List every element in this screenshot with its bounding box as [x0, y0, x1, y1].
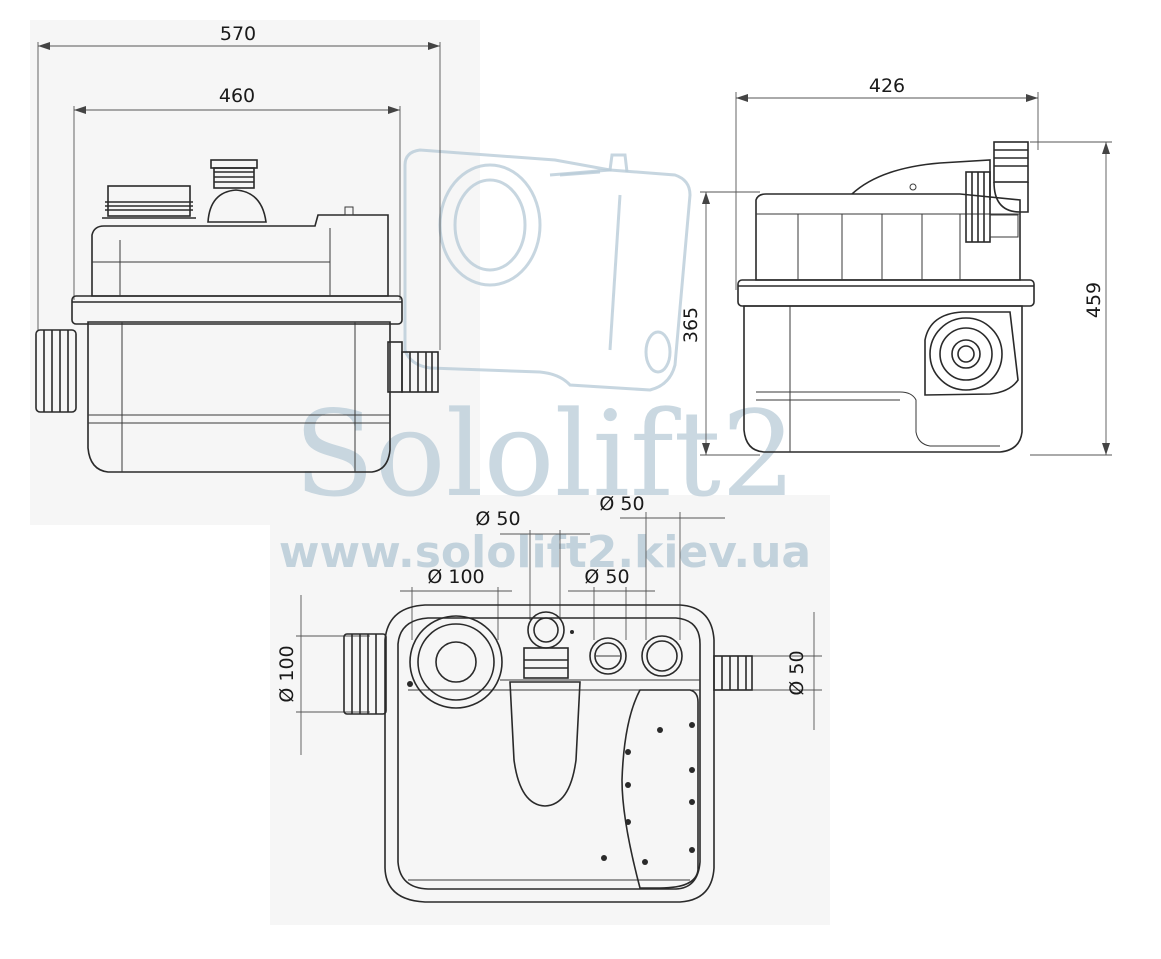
top-screw-dots: [407, 630, 695, 865]
watermark-product-outline: [403, 148, 692, 392]
dimension-570: 570: [37, 23, 441, 350]
top-inlet-center: [527, 611, 565, 649]
front-body: [35, 159, 439, 473]
dimension-426-label: 426: [869, 75, 905, 97]
watermark-url: www.sololift2.kiev.ua: [279, 527, 811, 578]
front-view: 570 460: [35, 23, 441, 473]
dimension-570-label: 570: [220, 23, 256, 45]
watermark: Sololift2 www.sololift2.kiev.ua: [279, 148, 811, 578]
dimension-426: 426: [735, 75, 1039, 290]
top-housing: [384, 604, 715, 903]
dimension-460-label: 460: [219, 85, 255, 107]
top-inlet-large: [409, 615, 503, 709]
dimension-365: 365: [680, 191, 760, 456]
dimension-d100-left-label: Ø 100: [276, 645, 298, 702]
front-left-spigot: [35, 329, 77, 413]
dimension-d100-left: Ø 100: [276, 595, 370, 755]
dimension-d100-top: Ø 100: [400, 566, 512, 640]
dimension-365-label: 365: [680, 307, 702, 343]
dimension-d100-top-label: Ø 100: [427, 566, 484, 588]
dimension-d50-b-label: Ø 50: [599, 493, 644, 515]
dimension-d50-right: Ø 50: [752, 612, 822, 730]
top-inlet-small-left: [589, 637, 627, 675]
top-inlet-small-right: [641, 635, 683, 677]
watermark-brand: Sololift2: [294, 385, 796, 523]
dimension-d50-c: Ø 50: [568, 566, 655, 640]
dimension-459: 459: [1030, 141, 1112, 456]
top-left-spigot: [343, 633, 387, 715]
top-right-spigot: [713, 655, 753, 691]
dimension-d50-c-label: Ø 50: [584, 566, 629, 588]
dimension-d50-a-label: Ø 50: [475, 508, 520, 530]
dimension-d50-right-label: Ø 50: [786, 650, 808, 695]
side-outlet: [924, 311, 1019, 396]
side-view: 426 459 365: [680, 75, 1112, 456]
top-view: Ø 100 Ø 50 Ø 50 Ø 50 Ø 100: [276, 493, 822, 903]
dimension-459-label: 459: [1083, 282, 1105, 318]
front-right-spigot: [387, 341, 439, 393]
side-pipe: [965, 141, 1029, 243]
side-body: [737, 141, 1035, 453]
dimension-460: 460: [73, 85, 401, 300]
top-view-panel: [270, 495, 830, 925]
